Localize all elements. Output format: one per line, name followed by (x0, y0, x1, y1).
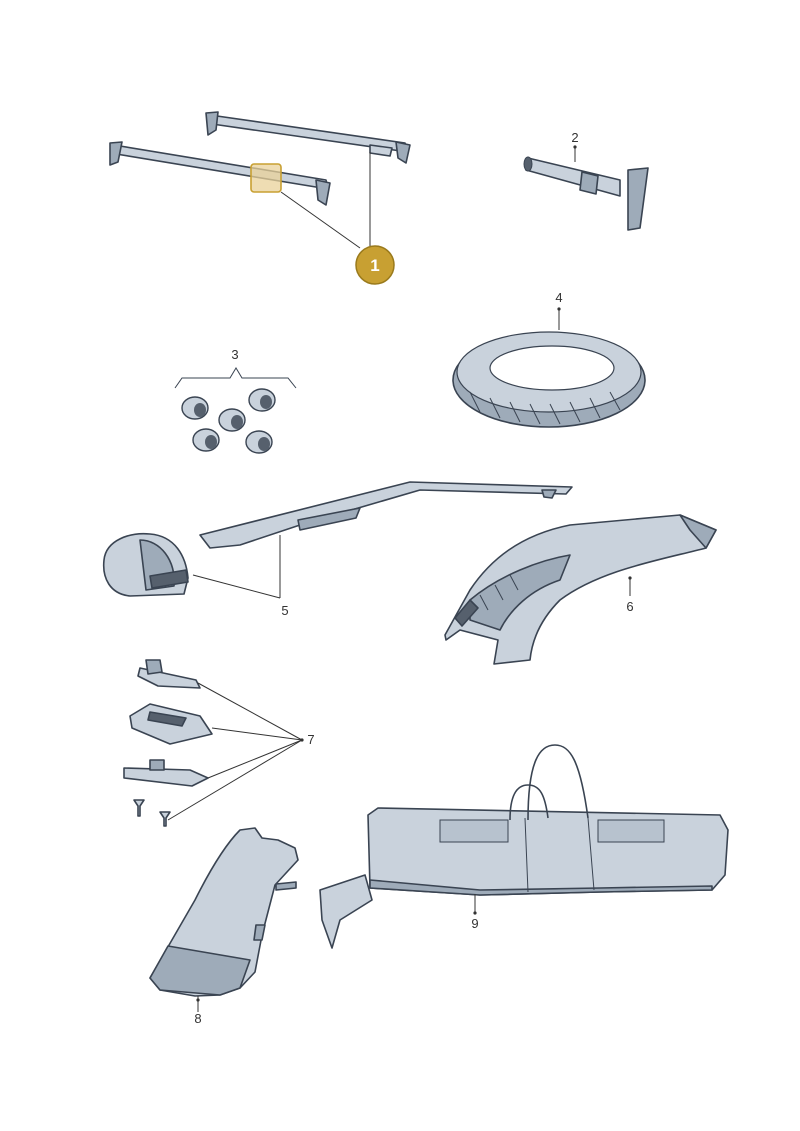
callout-1[interactable]: 1 (355, 245, 395, 285)
cover-icon[interactable] (149, 827, 299, 997)
luggage-tray-icon[interactable] (444, 514, 717, 665)
part-label-2: 2 (571, 130, 578, 145)
snow-chain-icon[interactable] (452, 331, 646, 428)
bolt-caps-icon[interactable] (174, 367, 297, 454)
part-label-4: 4 (555, 290, 562, 305)
part-label-6: 6 (626, 599, 633, 614)
part-label-5: 5 (281, 603, 288, 618)
part-label-8: 8 (194, 1011, 201, 1026)
ski-bag-holder-icon[interactable] (102, 481, 573, 597)
callout-label: 1 (370, 256, 379, 275)
bracket-set-icon[interactable] (123, 659, 213, 827)
tow-eye-icon[interactable] (523, 156, 649, 231)
part-label-3: 3 (231, 347, 238, 362)
highlight-marker (250, 163, 282, 193)
part-label-9: 9 (471, 916, 478, 931)
storage-bag-icon[interactable] (319, 744, 729, 949)
part-label-7: 7 (307, 732, 314, 747)
